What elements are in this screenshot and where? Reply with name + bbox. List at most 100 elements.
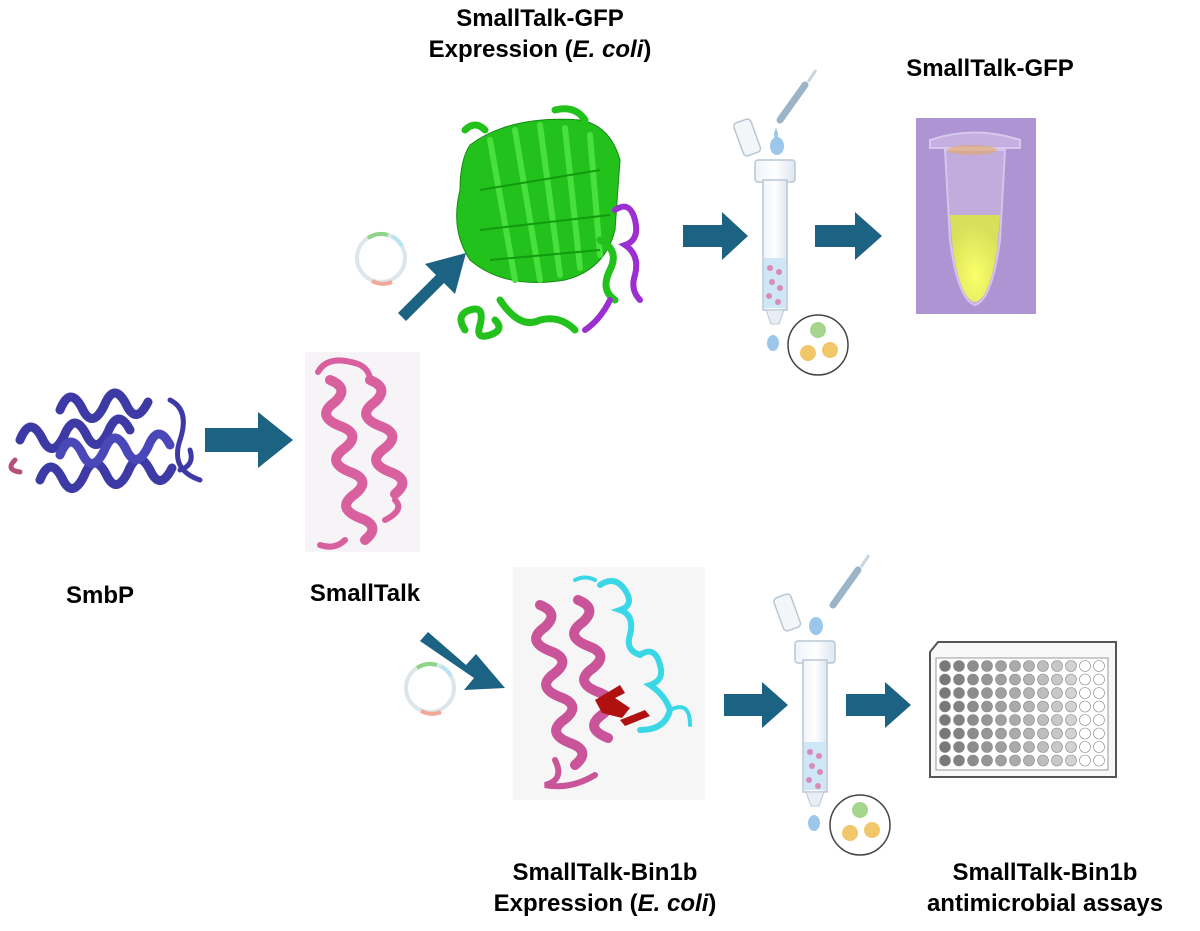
smalltalk-protein-structure xyxy=(305,352,420,552)
plate-well xyxy=(939,727,951,740)
plate-well xyxy=(1079,754,1091,767)
plate-well xyxy=(1079,727,1091,740)
plate-well xyxy=(1079,687,1091,699)
plate-well xyxy=(1009,727,1021,740)
plate-well xyxy=(939,660,951,672)
plate-well xyxy=(1023,741,1035,753)
plate-well xyxy=(1093,673,1105,686)
plate-well xyxy=(1051,687,1063,699)
plate-well xyxy=(953,700,965,713)
plate-well xyxy=(953,754,965,767)
smbp-label: SmbP xyxy=(65,582,134,609)
purification-column-upper xyxy=(733,69,849,376)
plate-well xyxy=(981,714,993,726)
plate-well xyxy=(995,741,1007,753)
plate-well xyxy=(1093,700,1105,713)
plate-well xyxy=(995,754,1007,767)
plate-well xyxy=(1051,714,1063,726)
gfp-protein-structure xyxy=(456,105,643,340)
plate-well xyxy=(953,714,965,726)
plate-well xyxy=(981,687,993,699)
plate-well xyxy=(1093,754,1105,767)
plate-well xyxy=(1023,687,1035,699)
plate-wells xyxy=(939,660,1105,767)
plate-well xyxy=(1009,660,1021,672)
plate-well xyxy=(981,741,993,753)
plate-well xyxy=(1065,754,1077,767)
bin1b-protein-structure xyxy=(513,567,705,800)
gfp-product-label: SmallTalk-GFP xyxy=(906,55,1074,82)
plate-well xyxy=(939,754,951,767)
plate-well xyxy=(1065,700,1077,713)
smalltalk-label: SmallTalk xyxy=(309,580,421,607)
plate-well xyxy=(995,687,1007,699)
plate-well xyxy=(1009,673,1021,686)
arrow-to-gfp-product xyxy=(815,212,882,260)
plate-well xyxy=(1037,687,1049,699)
plate-well xyxy=(1065,687,1077,699)
plate-well xyxy=(1051,727,1063,740)
plate-well xyxy=(953,673,965,686)
plate-well xyxy=(1037,673,1049,686)
plate-well xyxy=(967,754,979,767)
arrow-to-purification-lower xyxy=(724,682,788,728)
gfp-expression-label: SmallTalk-GFP Expression (E. coli) xyxy=(390,3,690,65)
plate-well xyxy=(1037,727,1049,740)
gfp-expression-line1: SmallTalk-GFP xyxy=(456,5,624,32)
plate-well xyxy=(1051,741,1063,753)
plate-well xyxy=(995,673,1007,686)
plate-well xyxy=(1051,754,1063,767)
plate-well xyxy=(1009,700,1021,713)
plate-well xyxy=(1093,687,1105,699)
organism-name: E. coli xyxy=(637,890,709,917)
plate-well xyxy=(1009,687,1021,699)
assay-plate xyxy=(929,641,1117,778)
organism-name: E. coli xyxy=(572,36,644,63)
plate-well xyxy=(967,687,979,699)
plate-well xyxy=(953,741,965,753)
plate-well xyxy=(953,727,965,740)
plate-well xyxy=(1093,741,1105,753)
plate-well xyxy=(981,754,993,767)
purification-column-lower xyxy=(773,554,891,856)
plate-well xyxy=(1079,673,1091,686)
plasmid-icon xyxy=(355,232,407,286)
plate-well xyxy=(1079,714,1091,726)
plate-well xyxy=(1023,660,1035,672)
plate-well xyxy=(981,660,993,672)
plate-well xyxy=(1051,673,1063,686)
bin1b-assays-label: SmallTalk-Bin1b antimicrobial assays xyxy=(895,857,1195,919)
smbp-protein-structure xyxy=(8,388,203,493)
plate-well xyxy=(1051,660,1063,672)
plate-well xyxy=(967,660,979,672)
plate-well xyxy=(1009,741,1021,753)
plate-well xyxy=(1037,741,1049,753)
plate-well xyxy=(939,714,951,726)
bin1b-expression-line2: Expression (E. coli) xyxy=(493,890,717,917)
arrow-to-purification-upper xyxy=(683,212,748,260)
bin1b-expression-label: SmallTalk-Bin1b Expression (E. coli) xyxy=(455,857,755,919)
plate-well xyxy=(939,741,951,753)
plate-well xyxy=(995,660,1007,672)
plate-well xyxy=(1079,660,1091,672)
arrow-to-assay-plate xyxy=(846,682,911,728)
plate-well xyxy=(1037,754,1049,767)
arrow-to-bin1b-expression xyxy=(420,632,505,690)
plate-well xyxy=(1093,714,1105,726)
arrow-smbp-to-smalltalk xyxy=(205,412,293,468)
plate-well xyxy=(1037,714,1049,726)
plate-well xyxy=(1065,741,1077,753)
plate-well xyxy=(1037,660,1049,672)
plate-well xyxy=(1037,700,1049,713)
plate-well xyxy=(1023,714,1035,726)
plate-well xyxy=(939,673,951,686)
plate-well xyxy=(967,727,979,740)
plate-well xyxy=(967,700,979,713)
plate-well xyxy=(1009,754,1021,767)
plate-well xyxy=(953,687,965,699)
plate-well xyxy=(1079,741,1091,753)
bin1b-assays-line2: antimicrobial assays xyxy=(926,890,1164,917)
plate-well xyxy=(1093,727,1105,740)
plate-well xyxy=(981,673,993,686)
plate-well xyxy=(1079,700,1091,713)
